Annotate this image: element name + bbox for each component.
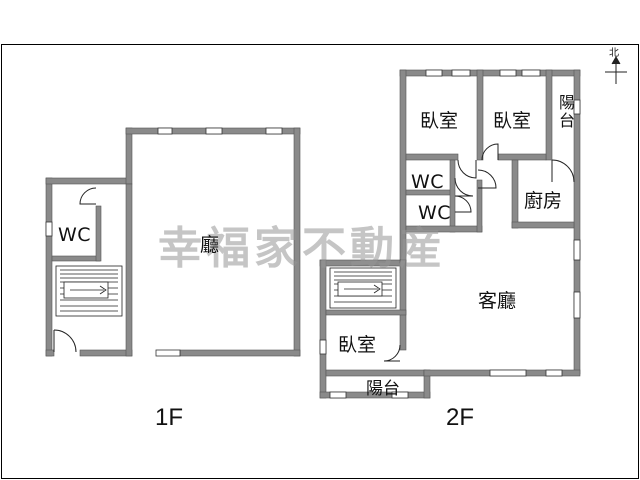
first-floor-doors bbox=[53, 187, 97, 353]
second-floor-balcony-top-label: 陽台 bbox=[556, 94, 575, 130]
second-floor-windows bbox=[319, 69, 581, 399]
plan-border bbox=[1, 44, 639, 479]
watermark: 幸福家不動産 bbox=[158, 223, 446, 274]
first-floor-stairs bbox=[55, 265, 123, 317]
second-floor-bedroom-right-label: 臥室 bbox=[493, 110, 532, 132]
second-floor-bedroom-left-label: 臥室 bbox=[420, 110, 459, 132]
second-floor-living-label: 客廳 bbox=[478, 290, 517, 312]
second-floor-balcony-bottom-label: 陽台 bbox=[366, 379, 400, 399]
second-floor-stairs bbox=[329, 267, 397, 309]
first-floor-windows bbox=[45, 127, 283, 357]
compass-label: 北 bbox=[609, 48, 619, 59]
north-arrow-icon bbox=[605, 55, 627, 84]
second-floor-title: 2F bbox=[446, 404, 475, 431]
first-floor-hall-label: 廳 bbox=[200, 234, 220, 256]
second-floor-bedroom-bottom-label: 臥室 bbox=[338, 334, 377, 356]
second-floor-wc-top-label: WC bbox=[411, 171, 445, 193]
second-floor-kitchen-label: 廚房 bbox=[524, 190, 563, 212]
first-floor-title: 1F bbox=[155, 404, 184, 431]
first-floor-wc-label: WC bbox=[58, 224, 92, 246]
second-floor-wc-bottom-label: WC bbox=[418, 202, 452, 224]
second-floor-doors bbox=[383, 143, 575, 362]
